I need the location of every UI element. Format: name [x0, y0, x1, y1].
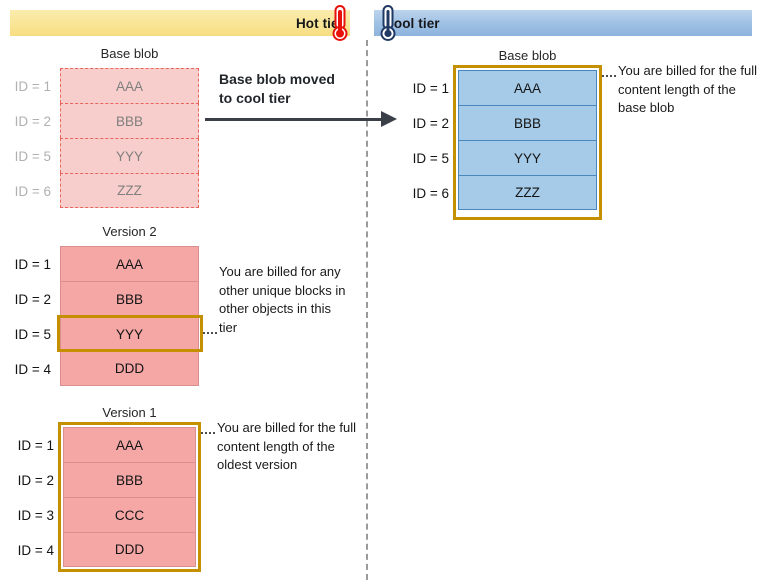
table-row: ID = 5 YYY — [15, 138, 199, 173]
row-block-value: AAA — [115, 256, 143, 272]
row-id-label: ID = 5 — [14, 327, 51, 342]
row-block-value: DDD — [114, 361, 145, 376]
cool-base-blob-note: You are billed for the full content leng… — [618, 63, 758, 115]
table-row: ID = 1 AAA — [413, 70, 597, 105]
cool-base-blob-leader-line — [602, 75, 616, 77]
row-block-value: BBB — [513, 115, 541, 131]
row-id-label: ID = 6 — [412, 186, 449, 201]
row-id-label: ID = 6 — [14, 184, 51, 199]
thermometer-hot-icon — [332, 5, 348, 41]
version1-note: You are billed for the full content leng… — [217, 420, 357, 472]
row-id-label: ID = 5 — [412, 151, 449, 166]
table-row: ID = 1 AAA — [15, 68, 199, 103]
row-id-label: ID = 2 — [14, 114, 51, 129]
row-block-value: BBB — [115, 291, 143, 307]
move-arrow-shaft — [205, 118, 383, 121]
row-block-value: BBB — [115, 472, 143, 488]
thermometer-cool-icon — [380, 5, 396, 41]
row-block-value: YYY — [513, 150, 541, 166]
cool-tier-label: Cool tier — [384, 15, 440, 31]
row-id-label: ID = 2 — [14, 292, 51, 307]
table-row: ID = 4 DDD — [18, 532, 196, 567]
row-id-label: ID = 2 — [17, 473, 54, 488]
row-block-value: YYY — [115, 148, 143, 164]
version2-note: You are billed for any other unique bloc… — [219, 264, 346, 335]
base-blob-moved-label: Base blob moved to cool tier — [219, 70, 335, 108]
row-id-label: ID = 4 — [17, 543, 54, 558]
row-block-value: ZZZ — [117, 183, 142, 198]
row-block-value: AAA — [115, 437, 143, 453]
hot-base-blob-title: Base blob — [100, 46, 159, 61]
cool-base-blob-title: Base blob — [498, 48, 557, 63]
row-block-value: DDD — [114, 542, 145, 557]
table-row: ID = 5 YYY — [413, 140, 597, 175]
tier-divider — [366, 40, 368, 580]
row-block-value: AAA — [115, 78, 143, 94]
table-row: ID = 6 ZZZ — [413, 175, 597, 210]
table-row: ID = 6 ZZZ — [15, 173, 199, 208]
row-id-label: ID = 1 — [14, 257, 51, 272]
row-block-value: BBB — [115, 113, 143, 129]
table-row-highlighted: ID = 5 YYY — [15, 316, 199, 351]
table-row: ID = 1 AAA — [15, 246, 199, 281]
version1-title: Version 1 — [102, 405, 157, 420]
table-row: ID = 1 AAA — [18, 427, 196, 462]
table-row: ID = 2 BBB — [15, 103, 199, 138]
cool-tier-band: Cool tier — [374, 10, 752, 36]
row-block-value: AAA — [513, 80, 541, 96]
row-id-label: ID = 5 — [14, 149, 51, 164]
version1-leader-line — [201, 432, 215, 434]
version2-title: Version 2 — [102, 224, 157, 239]
row-id-label: ID = 1 — [17, 438, 54, 453]
hot-tier-band: Hot tier — [10, 10, 350, 36]
row-block-value: CCC — [114, 507, 145, 523]
table-row: ID = 4 DDD — [15, 351, 199, 386]
row-id-label: ID = 2 — [412, 116, 449, 131]
table-row: ID = 2 BBB — [15, 281, 199, 316]
cool-base-blob-rows: ID = 1 AAA ID = 2 BBB ID = 5 YYY ID = 6 … — [413, 70, 597, 210]
version2-rows: ID = 1 AAA ID = 2 BBB ID = 5 YYY ID = 4 … — [15, 246, 199, 386]
moved-label-line1: Base blob moved — [219, 71, 335, 87]
hot-tier-label: Hot tier — [295, 15, 344, 31]
version2-leader-line — [203, 332, 217, 334]
table-row: ID = 3 CCC — [18, 497, 196, 532]
hot-base-blob-rows: ID = 1 AAA ID = 2 BBB ID = 5 YYY ID = 6 … — [15, 68, 199, 208]
row-block-value: ZZZ — [515, 185, 540, 200]
row-id-label: ID = 1 — [412, 81, 449, 96]
table-row: ID = 2 BBB — [18, 462, 196, 497]
table-row: ID = 2 BBB — [413, 105, 597, 140]
row-block-value: YYY — [115, 326, 143, 342]
row-id-label: ID = 1 — [14, 79, 51, 94]
version1-rows: ID = 1 AAA ID = 2 BBB ID = 3 CCC ID = 4 … — [18, 427, 196, 567]
move-arrow-head-icon — [381, 111, 397, 127]
moved-label-line2: to cool tier — [219, 90, 291, 106]
row-id-label: ID = 3 — [17, 508, 54, 523]
row-id-label: ID = 4 — [14, 362, 51, 377]
